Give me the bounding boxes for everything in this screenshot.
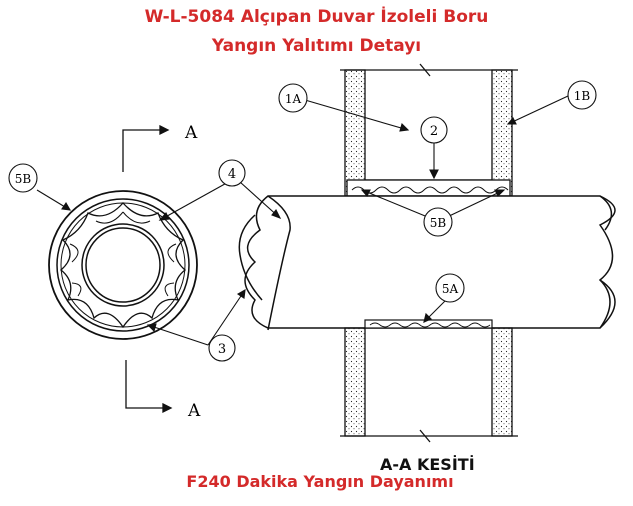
callout-label: 2 bbox=[430, 124, 438, 139]
sealant-band-lower bbox=[364, 319, 493, 329]
callout-3: 3 bbox=[208, 334, 236, 362]
gypsum-board-right-lower bbox=[491, 327, 513, 437]
callout-label: 1B bbox=[574, 89, 591, 103]
gypsum-board-left-lower bbox=[344, 327, 366, 437]
wall-lower bbox=[340, 327, 518, 443]
callout-label: 1A bbox=[285, 92, 302, 106]
section-marker-top: A bbox=[184, 123, 198, 143]
callout-5b-center: 5B bbox=[423, 207, 453, 237]
fire-rating-footer: F240 Dakika Yangın Dayanımı bbox=[186, 472, 454, 491]
page-title: W-L-5084 Alçıpan Duvar İzoleli Boru bbox=[144, 7, 489, 27]
wall-upper bbox=[340, 63, 518, 197]
callout-5a: 5A bbox=[435, 273, 465, 303]
callout-label: 5B bbox=[430, 216, 447, 230]
pipe bbox=[238, 195, 616, 331]
section-marker-bottom: A bbox=[187, 401, 201, 421]
page-subtitle: Yangın Yalıtımı Detayı bbox=[211, 36, 422, 56]
leader-lines bbox=[36, 95, 569, 346]
callout-label: 4 bbox=[228, 167, 236, 182]
section-arrow-top bbox=[122, 129, 160, 172]
section-arrows bbox=[122, 124, 173, 414]
callout-label: 5A bbox=[442, 282, 459, 296]
callout-1a: 1A bbox=[278, 83, 308, 113]
callout-4: 4 bbox=[218, 159, 246, 187]
callout-label: 3 bbox=[218, 342, 226, 357]
pipe-cross-section bbox=[48, 190, 198, 340]
gypsum-board-left-upper bbox=[344, 69, 366, 197]
section-label: A-A KESİTİ bbox=[380, 455, 475, 474]
callout-5b-left: 5B bbox=[8, 163, 38, 193]
callout-2: 2 bbox=[420, 116, 448, 144]
callout-1b: 1B bbox=[567, 80, 597, 110]
gypsum-board-right-upper bbox=[491, 69, 513, 197]
callout-label: 5B bbox=[15, 172, 32, 186]
section-arrow-bottom bbox=[125, 360, 163, 409]
